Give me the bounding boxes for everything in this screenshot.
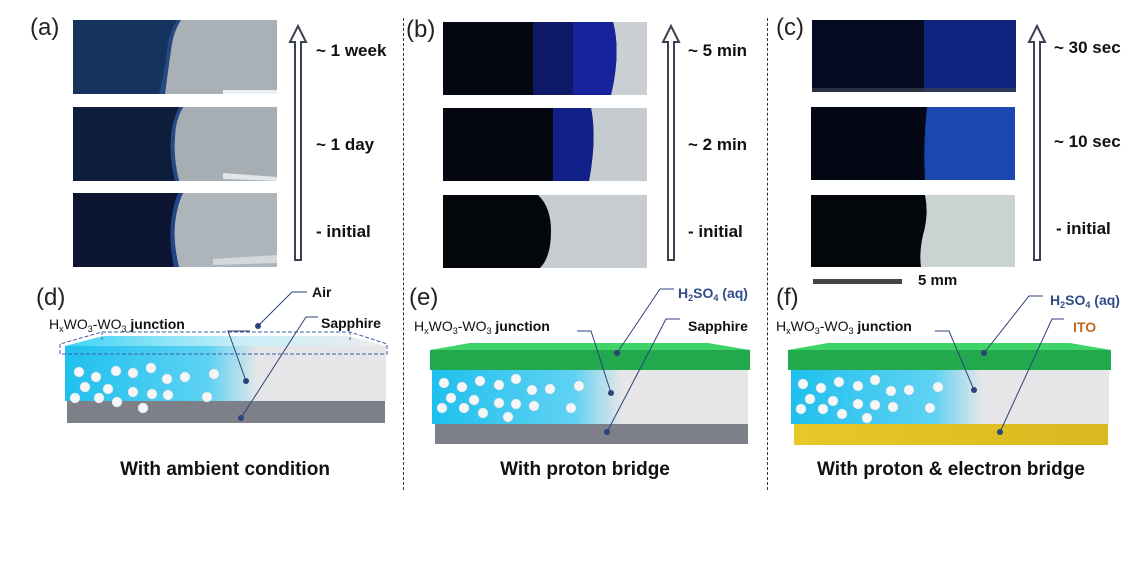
device-schematic-d xyxy=(59,291,388,423)
panel-label-c: (c) xyxy=(776,14,804,41)
sapphire-label-d: Sapphire xyxy=(321,315,381,331)
photo-c-30sec xyxy=(812,20,1016,92)
caption-d: With ambient condition xyxy=(120,459,330,480)
time-arrow-a xyxy=(288,23,308,261)
photo-b-initial xyxy=(443,195,647,268)
time-label-c-initial: - initial xyxy=(1056,219,1111,238)
panel-label-b: (b) xyxy=(406,16,436,43)
scale-bar-label: 5 mm xyxy=(918,272,958,289)
panel-label-f: (f) xyxy=(776,284,799,311)
air-label: Air xyxy=(312,284,332,300)
panel-divider-left xyxy=(403,18,404,490)
photo-a-week xyxy=(73,20,277,94)
time-label-c-10sec: ~ 10 sec xyxy=(1054,132,1121,151)
photo-c-10sec xyxy=(811,107,1015,180)
time-arrow-b xyxy=(661,23,681,261)
photo-b-5min xyxy=(443,22,647,95)
panel-divider-right xyxy=(767,18,768,490)
ito-label: ITO xyxy=(1073,319,1097,335)
panel-label-e: (e) xyxy=(409,284,439,311)
photo-a-initial xyxy=(73,193,277,267)
time-label-b-2min: ~ 2 min xyxy=(688,135,748,154)
h2so4-label-e: H2SO4 (aq) xyxy=(678,285,748,303)
time-label-c-30sec: ~ 30 sec xyxy=(1054,38,1121,57)
time-label-b-initial: - initial xyxy=(688,222,743,241)
scale-bar xyxy=(813,279,902,284)
device-schematic-f xyxy=(788,295,1111,445)
junction-label-e: HxWO3-WO3 junction xyxy=(414,318,550,336)
photo-c-initial xyxy=(811,195,1015,267)
h2so4-label-f: H2SO4 (aq) xyxy=(1050,292,1120,310)
junction-label-f: HxWO3-WO3 junction xyxy=(776,318,912,336)
photo-b-2min xyxy=(443,108,647,181)
sapphire-label-e: Sapphire xyxy=(688,318,748,334)
panel-label-d: (d) xyxy=(36,284,66,311)
time-label-a-week: ~ 1 week xyxy=(316,41,387,60)
panel-label-a: (a) xyxy=(30,14,60,41)
time-label-a-initial: - initial xyxy=(316,222,371,241)
caption-e: With proton bridge xyxy=(500,459,670,480)
junction-label-d: HxWO3-WO3 junction xyxy=(49,316,185,334)
caption-f: With proton & electron bridge xyxy=(817,459,1085,480)
time-label-b-5min: ~ 5 min xyxy=(688,41,748,60)
device-schematic-e xyxy=(430,288,750,444)
time-arrow-c xyxy=(1027,23,1047,261)
photo-a-day xyxy=(73,107,277,181)
time-label-a-day: ~ 1 day xyxy=(316,135,375,154)
